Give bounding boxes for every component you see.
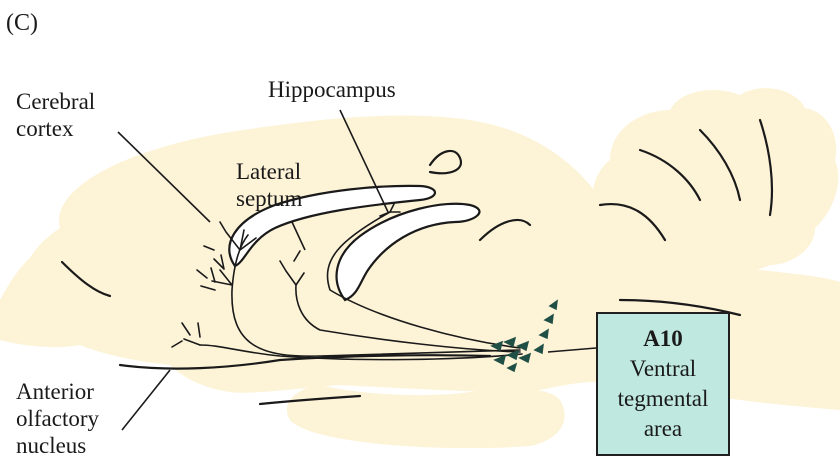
hippocampus-label: Hippocampus [268,76,396,103]
vta-name-line-2: tegmental [598,384,728,414]
lateral-septum-label: Lateral septum [236,158,302,212]
panel-label: (C) [6,10,38,37]
vta-code: A10 [598,324,728,354]
vta-source-box: A10 Ventral tegmental area [596,312,730,456]
vta-name-line-1: Ventral [598,354,728,384]
cerebral-cortex-label: Cerebral cortex [16,88,95,142]
ventral-pons [287,385,565,448]
vta-name-line-3: area [598,414,728,444]
anterior-olfactory-nucleus-label: Anterior olfactory nucleus [16,378,99,459]
cerebellum [592,88,838,271]
